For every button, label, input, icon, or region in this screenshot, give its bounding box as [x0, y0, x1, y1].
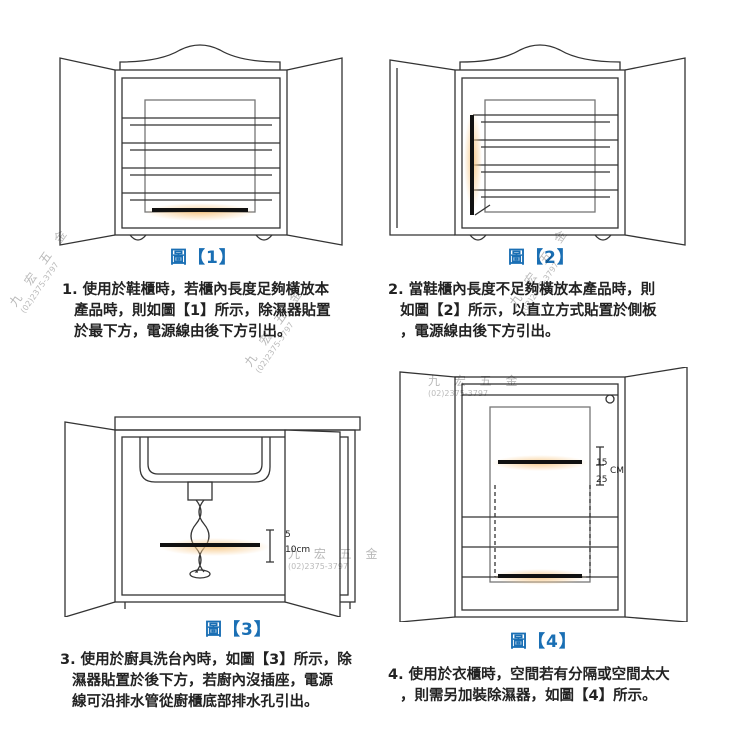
cabinet-crown [459, 44, 621, 70]
cabinet-body [454, 69, 626, 236]
right-door [284, 429, 341, 617]
shelf [473, 189, 618, 198]
right-door [624, 57, 686, 246]
watermark-phone: (02)2375-3797 [288, 562, 349, 571]
right-door [624, 367, 688, 622]
figure-2-shoe-cabinet [389, 44, 686, 246]
shelf [122, 192, 280, 201]
watermark-name: 九 宏 五 金 [288, 547, 383, 561]
sink-basin [139, 437, 271, 483]
fig4-measure-unit: CM [610, 466, 625, 476]
figure-4-wardrobe [399, 367, 688, 622]
fig4-measure-bottom: 25 [596, 475, 608, 485]
cabinet-body [114, 429, 356, 603]
caption-line: 於最下方，電源線由後下方引出。 [74, 324, 292, 340]
figure-2-caption: 2. 當鞋櫃內長度不足夠橫放本產品時，則 如圖【2】所示，以直立方式貼置於側板 … [388, 280, 657, 343]
left-door [389, 59, 456, 236]
drain-pipe [190, 499, 210, 573]
figure-3-caption: 3. 使用於廚具洗台內時，如圖【3】所示，除 濕器貼置於後下方，若廚內沒插座，電… [60, 650, 352, 713]
figure-2-label: 圖【2】 [508, 248, 575, 268]
drawer-divider [462, 516, 618, 578]
fig3-measure-top: 5 [285, 530, 291, 540]
fig4-measure-top: 15 [596, 458, 608, 468]
shelf [473, 164, 618, 173]
shelf [122, 142, 280, 151]
countertop [114, 416, 361, 431]
caption-line: 如圖【2】所示，以直立方式貼置於側板 [400, 303, 657, 319]
cabinet-crown [119, 44, 281, 70]
shelf [473, 139, 618, 148]
figure-3-kitchen-sink-cabinet [64, 416, 361, 617]
caption-line: ，則需另加裝除濕器，如圖【4】所示。 [400, 688, 657, 704]
left-door [64, 421, 116, 617]
caption-line: 濕器貼置於後下方，若廚內沒插座，電源 [72, 673, 333, 689]
wardrobe-body [454, 376, 626, 618]
caption-line: 4. 使用於衣櫃時，空間若有分隔或空間太大 [388, 667, 670, 683]
caption-line: 1. 使用於鞋櫃時，若櫃內長度足夠橫放本 [62, 282, 330, 298]
watermark: 九 宏 五 金 (02)2375-3797 [428, 372, 522, 398]
caption-line: 線可沿排水管從廚櫃底部排水孔引出。 [72, 694, 319, 710]
caption-line: 3. 使用於廚具洗台內時，如圖【3】所示，除 [60, 652, 352, 668]
figure-1-label: 圖【1】 [170, 248, 237, 268]
figure-1-shoe-cabinet [59, 44, 343, 246]
caption-line: ，電源線由後下方引出。 [400, 324, 560, 340]
figure-4-caption: 4. 使用於衣櫃時，空間若有分隔或空間太大 ，則需另加裝除濕器，如圖【4】所示。 [388, 665, 670, 707]
dehumidifier-bar-vertical [470, 115, 474, 215]
dehumidifier-bar [160, 543, 260, 547]
left-door [399, 371, 456, 622]
figure-1-caption: 1. 使用於鞋櫃時，若櫃內長度足夠橫放本 產品時，則如圖【1】所示，除濕器貼置 … [62, 280, 331, 343]
cabinet-body [114, 69, 288, 236]
caption-line: 2. 當鞋櫃內長度不足夠橫放本產品時，則 [388, 282, 656, 298]
dehumidifier-bar [152, 208, 248, 212]
power-cord [474, 204, 491, 216]
caption-line: 產品時，則如圖【1】所示，除濕器貼置 [74, 303, 331, 319]
figure-3-label: 圖【3】 [205, 620, 272, 640]
shelf [122, 117, 280, 126]
figure-4-label: 圖【4】 [510, 632, 577, 652]
shelf [122, 167, 280, 176]
watermark-phone: (02)2375-3797 [428, 389, 489, 398]
right-door [286, 57, 343, 246]
fig3-measure-bottom: 10cm [285, 545, 311, 555]
watermark-name: 九 宏 五 金 [428, 374, 523, 388]
watermark: 九 宏 五 金 (02)2375-3797 [288, 545, 382, 571]
left-door [59, 57, 116, 246]
dehumidifier-bar-upper [498, 460, 582, 464]
shelf [473, 114, 618, 123]
dehumidifier-bar-lower [498, 574, 582, 578]
